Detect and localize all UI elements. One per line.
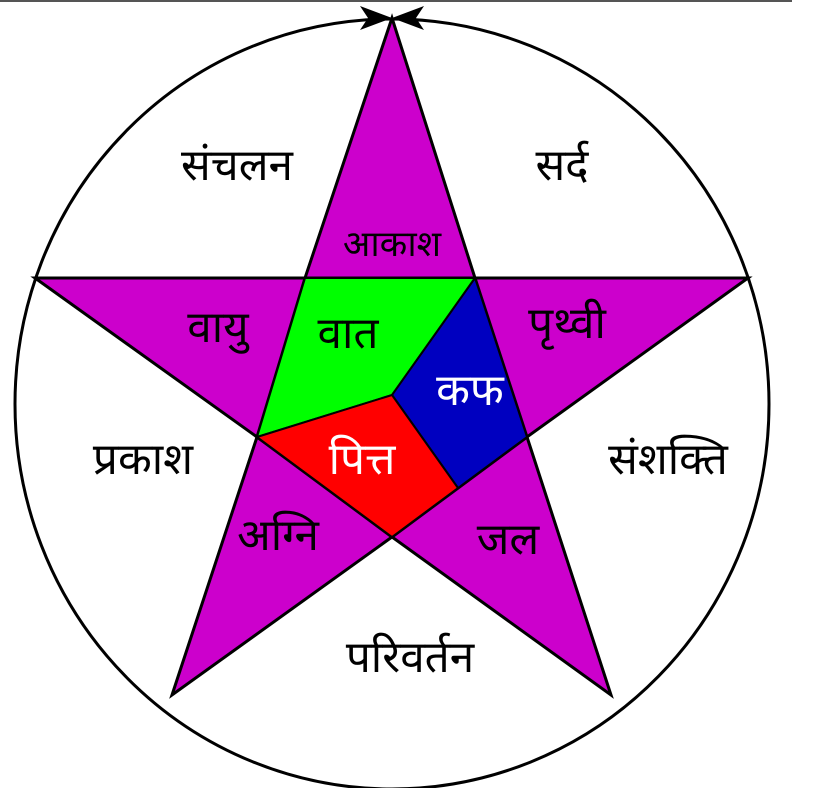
label-agni: अग्नि bbox=[237, 510, 320, 561]
label-prakash: प्रकाश bbox=[93, 434, 194, 485]
label-akash: आकाश bbox=[343, 224, 442, 265]
label-sanshakti: संशक्ति bbox=[608, 434, 729, 485]
label-sard: सर्द bbox=[535, 140, 589, 191]
label-parivartan: परिवर्तन bbox=[346, 632, 476, 683]
pitta-region bbox=[254, 393, 460, 539]
label-prithvi: पृथ्वी bbox=[528, 298, 607, 350]
label-jal: जल bbox=[477, 514, 541, 565]
right-arrowhead-icon bbox=[392, 6, 424, 30]
label-vayu: वायु bbox=[187, 302, 250, 354]
label-sanchalan: संचलन bbox=[181, 140, 295, 191]
label-kapha: कफ bbox=[436, 365, 505, 416]
left-arrowhead-icon bbox=[360, 6, 392, 30]
label-vata: वात bbox=[318, 308, 380, 359]
label-pitta: पित्त bbox=[329, 434, 397, 485]
